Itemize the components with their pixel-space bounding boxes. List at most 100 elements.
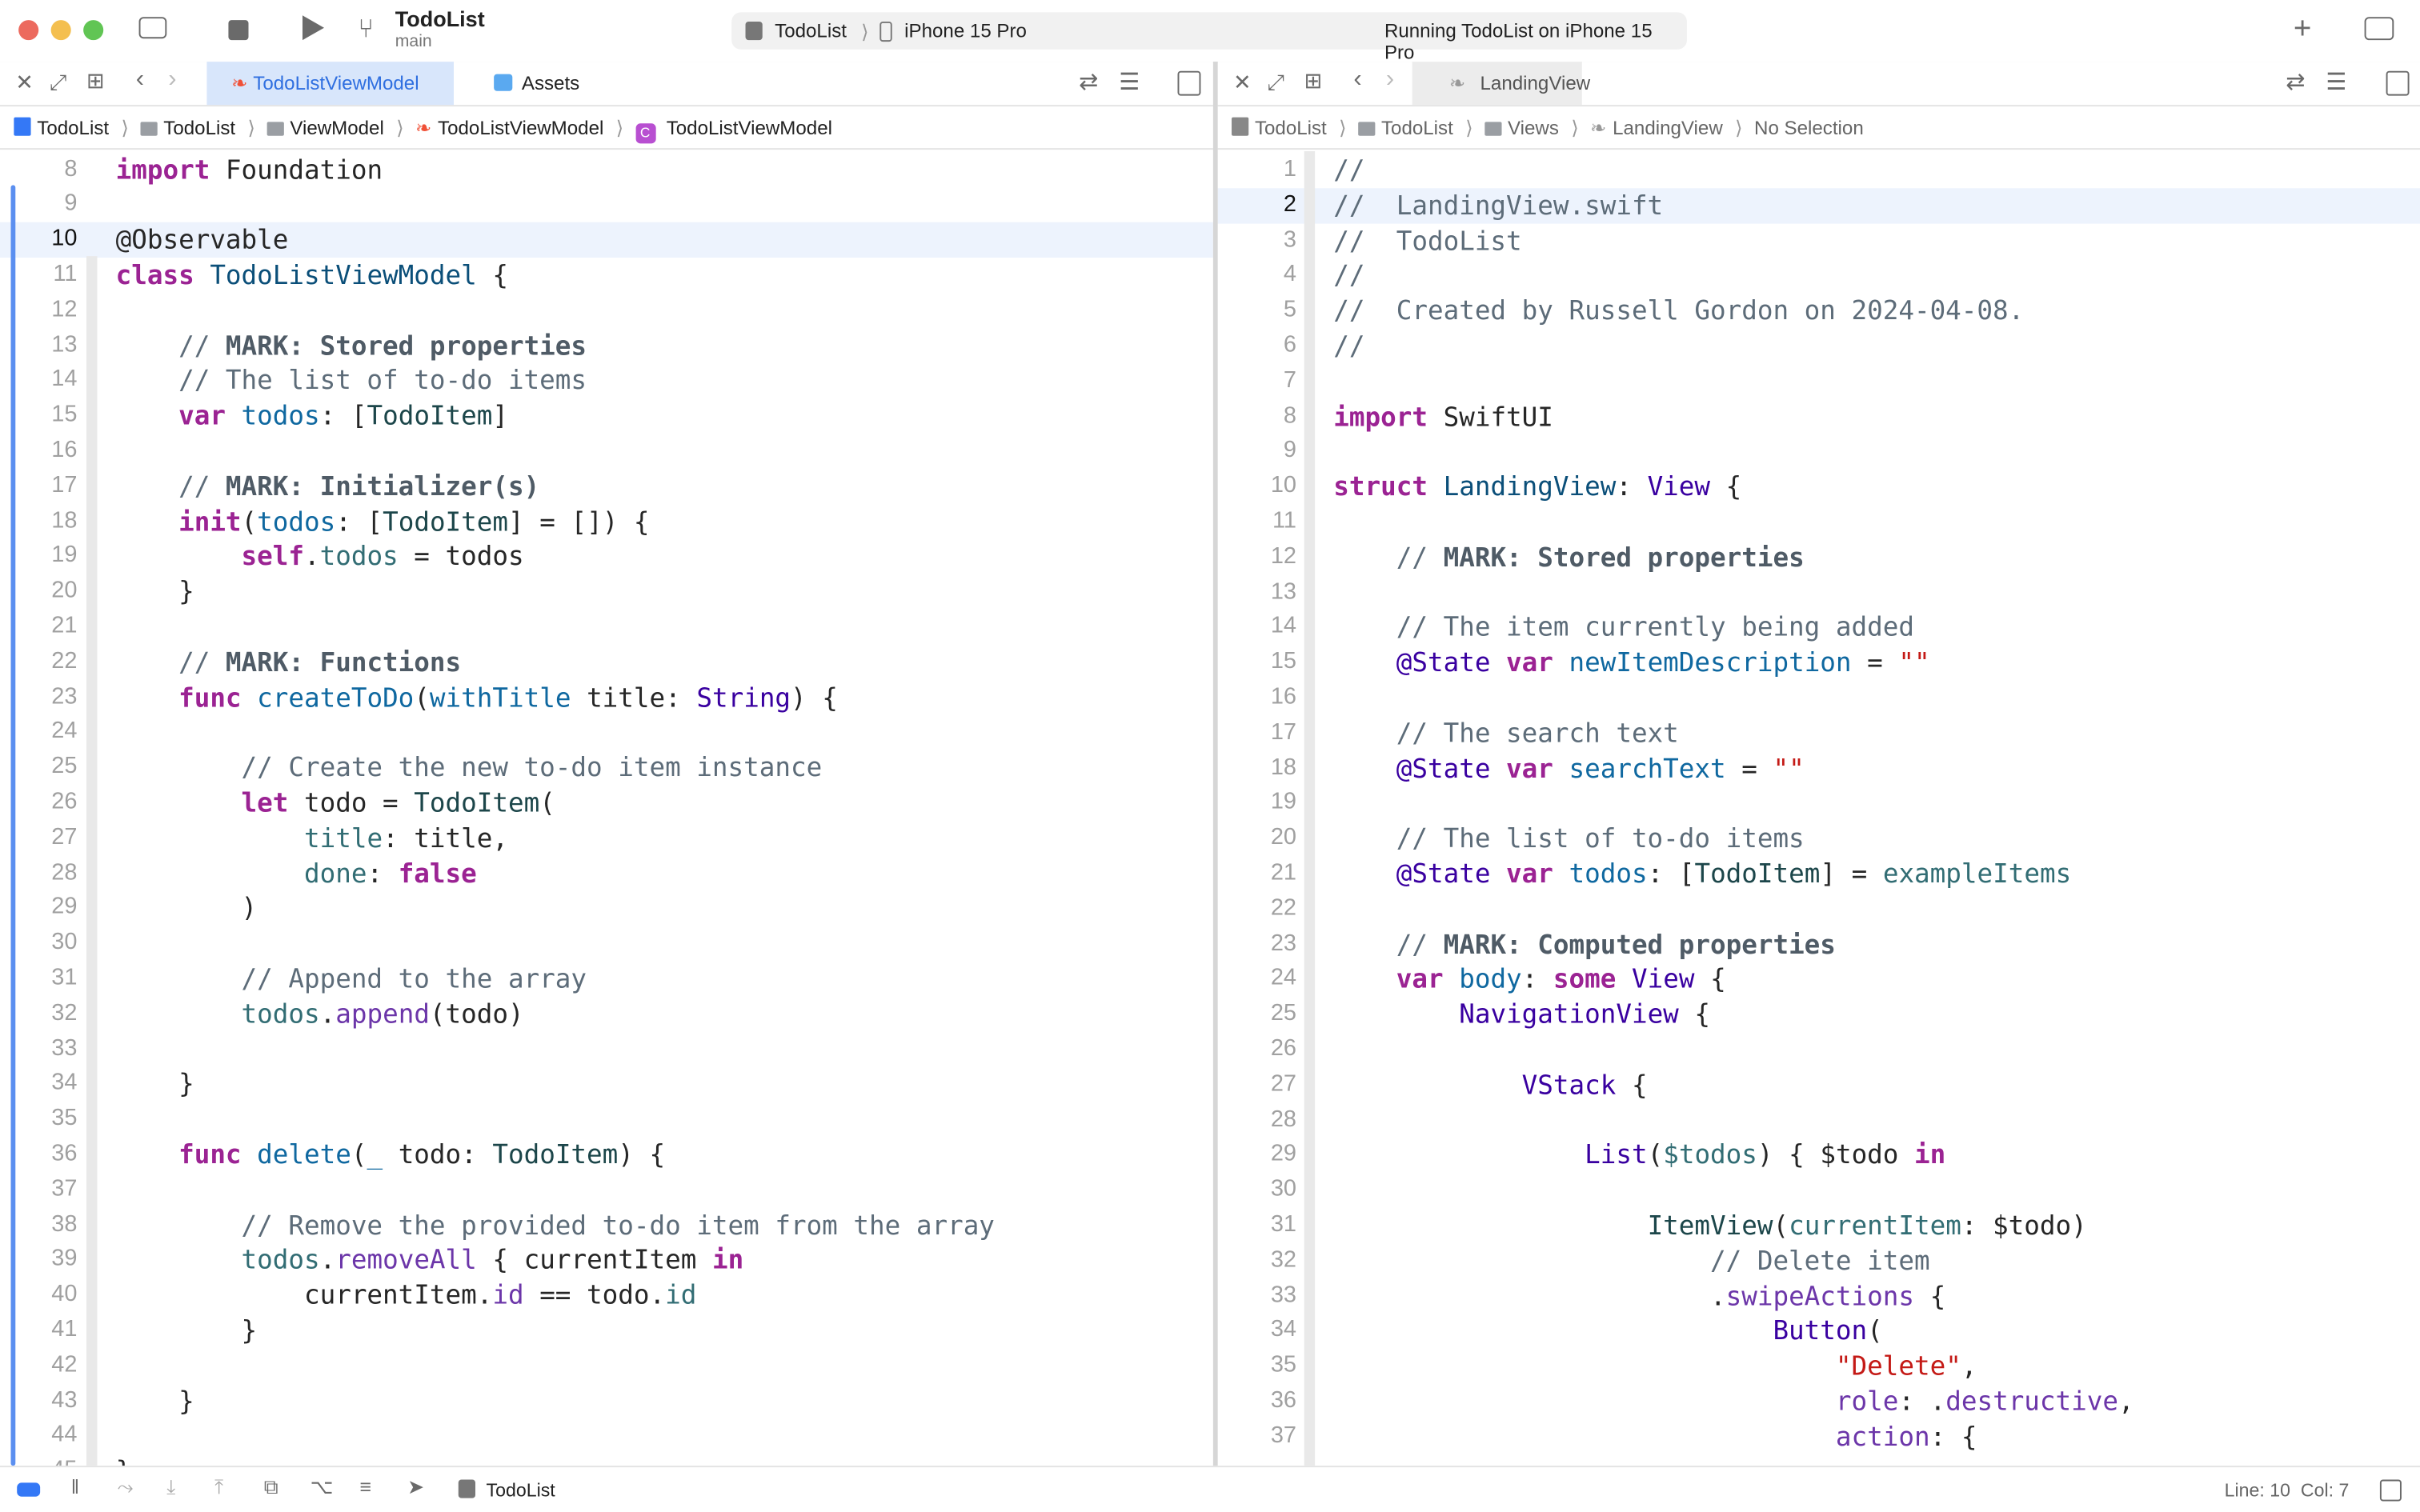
line-number[interactable]: 21 <box>1270 859 1297 886</box>
line-number[interactable]: 18 <box>1270 754 1297 781</box>
code-line[interactable]: 31 // Append to the array <box>0 961 1213 996</box>
code-line[interactable]: 7 <box>1218 364 2420 399</box>
code-line[interactable]: 20 } <box>0 574 1213 610</box>
breadcrumb-item[interactable]: TodoListViewModel <box>666 117 832 139</box>
code-line[interactable]: 41 } <box>0 1313 1213 1348</box>
line-number[interactable]: 11 <box>1272 507 1297 534</box>
code-line[interactable]: 15 @State var newItemDescription = "" <box>1218 646 2420 681</box>
view-hierarchy-icon[interactable]: ⧉ <box>263 1474 278 1498</box>
project-name[interactable]: TodoList <box>395 6 485 31</box>
editor-options-icon[interactable]: ☰ <box>2326 69 2347 96</box>
grid-icon[interactable]: ⊞ <box>86 67 105 93</box>
code-line[interactable]: 31 ItemView(currentItem: $todo) <box>1218 1208 2420 1243</box>
navigator-toggle-icon[interactable] <box>138 17 167 39</box>
line-number[interactable]: 14 <box>51 366 78 393</box>
line-number[interactable]: 35 <box>1270 1351 1297 1378</box>
code-line[interactable]: 25 NavigationView { <box>1218 997 2420 1032</box>
code-line[interactable]: 16 <box>0 434 1213 469</box>
line-number[interactable]: 10 <box>1270 472 1297 499</box>
line-number[interactable]: 40 <box>51 1280 78 1307</box>
add-editor-icon[interactable] <box>1177 70 1201 96</box>
line-number[interactable]: 24 <box>51 718 78 745</box>
code-line[interactable]: 14 // The list of to-do items <box>0 363 1213 398</box>
line-number[interactable]: 24 <box>1270 965 1297 991</box>
line-number[interactable]: 12 <box>51 295 78 322</box>
line-number[interactable]: 5 <box>1283 296 1297 323</box>
line-number[interactable]: 17 <box>51 471 78 498</box>
code-line[interactable]: 30 <box>1218 1173 2420 1208</box>
line-number[interactable]: 33 <box>51 1034 78 1061</box>
run-icon[interactable] <box>302 15 325 41</box>
code-line[interactable]: 28 <box>1218 1102 2420 1138</box>
line-number[interactable]: 37 <box>51 1174 78 1202</box>
code-line[interactable]: 25 // Create the new to-do item instance <box>0 750 1213 785</box>
add-editor-icon[interactable] <box>2386 70 2410 96</box>
environment-icon[interactable]: ≡ <box>359 1474 372 1498</box>
scheme-target[interactable]: TodoList <box>775 20 847 42</box>
code-line[interactable]: 27 title: title, <box>0 820 1213 855</box>
code-line[interactable]: 30 <box>0 926 1213 961</box>
line-number[interactable]: 14 <box>1270 613 1297 640</box>
breadcrumb-item[interactable]: ViewModel <box>290 117 384 139</box>
line-number[interactable]: 16 <box>1270 683 1297 710</box>
code-line[interactable]: 37 <box>0 1172 1213 1207</box>
line-number[interactable]: 13 <box>1270 578 1297 605</box>
tab-assets[interactable]: Assets <box>447 62 632 105</box>
breadcrumb-item[interactable]: TodoList <box>1380 117 1453 139</box>
code-folding-ribbon[interactable] <box>86 256 98 1466</box>
code-line[interactable]: 34 Button( <box>1218 1314 2420 1349</box>
line-number[interactable]: 30 <box>1270 1175 1297 1202</box>
code-line[interactable]: 35 "Delete", <box>1218 1349 2420 1384</box>
line-number[interactable]: 17 <box>1270 718 1297 746</box>
branch-icon[interactable]: ⑂ <box>358 14 375 44</box>
code-line[interactable]: 4// <box>1218 258 2420 294</box>
right-code-editor[interactable]: 37 action: {36 role: .destructive,35 "De… <box>1217 151 2420 1466</box>
code-line[interactable]: 24 var body: some View { <box>1218 962 2420 997</box>
compare-icon[interactable]: ⇄ <box>1079 69 1099 96</box>
code-line[interactable]: 26 let todo = TodoItem( <box>0 785 1213 820</box>
code-line[interactable]: 29 ) <box>0 890 1213 926</box>
panel-toggle-icon[interactable] <box>2379 1479 2402 1502</box>
code-line[interactable]: 21 <box>0 610 1213 645</box>
breadcrumb-item[interactable]: No Selection <box>1754 117 1864 139</box>
back-icon[interactable]: ‹ <box>1353 66 1362 93</box>
code-line[interactable]: 9 <box>0 187 1213 222</box>
forward-icon[interactable]: › <box>168 66 177 93</box>
line-number[interactable]: 19 <box>51 542 78 569</box>
line-number[interactable]: 20 <box>51 577 78 604</box>
line-number[interactable]: 20 <box>1270 824 1297 851</box>
debug-area-toggle[interactable] <box>17 1482 41 1497</box>
breadcrumb-item[interactable]: TodoList <box>1254 117 1327 139</box>
stop-icon[interactable] <box>228 20 249 41</box>
code-line[interactable]: 43 } <box>0 1383 1213 1418</box>
code-line[interactable]: 23 // MARK: Computed properties <box>1218 926 2420 962</box>
code-line[interactable]: 6// <box>1218 329 2420 364</box>
line-number[interactable]: 11 <box>53 260 78 287</box>
code-line[interactable]: 15 var todos: [TodoItem] <box>0 398 1213 434</box>
code-line[interactable]: 42 <box>0 1348 1213 1383</box>
code-line[interactable]: 22 // MARK: Functions <box>0 645 1213 680</box>
breadcrumb-item[interactable]: Views <box>1508 117 1559 139</box>
code-line[interactable]: 3// TodoList <box>1218 223 2420 258</box>
line-number[interactable]: 32 <box>1270 1246 1297 1273</box>
add-icon[interactable]: + <box>2293 12 2312 46</box>
code-line[interactable]: 5// Created by Russell Gordon on 2024-04… <box>1218 294 2420 329</box>
code-line[interactable]: 32 // Delete item <box>1218 1243 2420 1278</box>
breadcrumb-item[interactable]: TodoListViewModel <box>438 117 604 139</box>
code-line[interactable]: 29 List($todos) { $todo in <box>1218 1138 2420 1173</box>
code-line[interactable]: 10@Observable <box>0 222 1213 258</box>
code-line[interactable]: 34 } <box>0 1066 1213 1102</box>
breadcrumb-item[interactable]: LandingView <box>1613 117 1723 139</box>
code-line[interactable]: 12 // MARK: Stored properties <box>1218 540 2420 575</box>
line-number[interactable]: 15 <box>51 401 78 428</box>
code-line[interactable]: 39 todos.removeAll { currentItem in <box>0 1242 1213 1278</box>
code-line[interactable]: 19 <box>1218 786 2420 821</box>
code-line[interactable]: 32 todos.append(todo) <box>0 996 1213 1031</box>
inspector-toggle-icon[interactable] <box>2364 17 2394 41</box>
code-line[interactable]: 28 done: false <box>0 855 1213 890</box>
line-number[interactable]: 21 <box>51 612 78 639</box>
code-line[interactable]: 44 <box>0 1418 1213 1454</box>
